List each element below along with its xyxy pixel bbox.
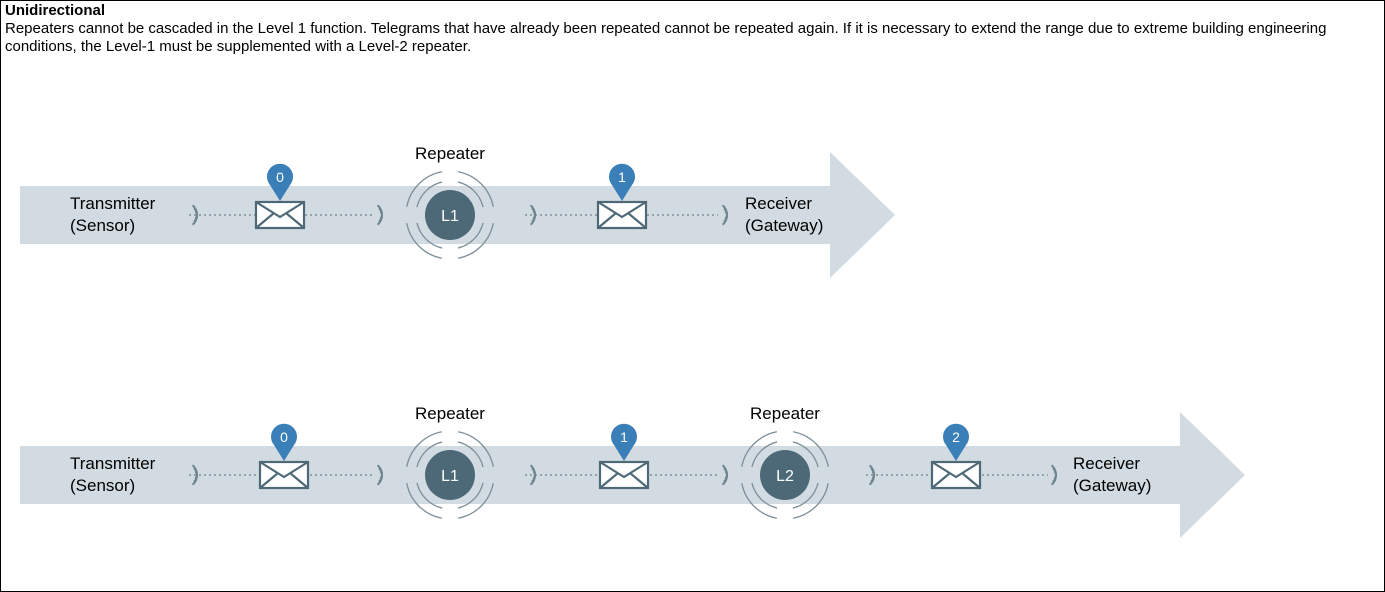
location-pin-icon: 1 <box>609 163 635 201</box>
signal-waves-icon <box>721 204 728 226</box>
repeater-node: L1 Repeater <box>406 144 494 259</box>
radio-ring <box>457 441 484 468</box>
signal-waves-icon <box>868 464 875 486</box>
pin-number: 1 <box>618 169 626 185</box>
radio-ring <box>457 171 494 208</box>
receiver-label: Receiver <box>745 194 812 213</box>
radio-ring <box>406 482 443 519</box>
radio-ring <box>457 222 484 249</box>
radio-ring <box>457 431 494 468</box>
radio-ring <box>416 441 443 468</box>
radio-ring <box>741 431 778 468</box>
signal-waves-icon <box>191 464 198 486</box>
envelope-icon <box>596 200 648 230</box>
radio-ring <box>751 482 778 509</box>
envelope-icon <box>254 200 306 230</box>
signal-waves-icon <box>529 464 536 486</box>
signal-waves-icon <box>721 464 728 486</box>
signal-waves-icon <box>529 204 536 226</box>
radio-ring <box>457 482 494 519</box>
radio-ring <box>457 181 484 208</box>
radio-ring <box>406 222 443 259</box>
repeater-core <box>425 450 475 500</box>
row-level1: Transmitter (Sensor) Receiver (Gateway) L1 Re… <box>20 144 895 278</box>
transmitter-sublabel: (Sensor) <box>70 476 135 495</box>
location-pin-icon: 2 <box>943 423 970 461</box>
repeater-level-label: L2 <box>776 468 794 485</box>
repeater-node: L2 Repeater <box>741 404 829 519</box>
repeater-label: Repeater <box>415 404 485 423</box>
signal-waves-icon <box>376 204 383 226</box>
transmitter-sublabel: (Sensor) <box>70 216 135 235</box>
envelope-icon <box>598 460 650 490</box>
repeater-node: L1 Repeater <box>406 404 494 519</box>
receiver-sublabel: (Gateway) <box>745 216 823 235</box>
section-title: Unidirectional <box>5 2 106 19</box>
row-level2: Transmitter (Sensor) Receiver (Gateway) L1 Re… <box>20 404 1245 538</box>
signal-waves-icon <box>1050 464 1057 486</box>
repeater-label: Repeater <box>415 144 485 163</box>
signal-waves-icon <box>376 464 383 486</box>
location-pin-icon: 1 <box>611 423 637 461</box>
repeater-label: Repeater <box>750 404 820 423</box>
radio-ring <box>457 222 494 259</box>
radio-ring <box>792 482 819 509</box>
radio-ring <box>751 441 778 468</box>
radio-ring <box>406 171 443 208</box>
receiver-sublabel: (Gateway) <box>1073 476 1151 495</box>
radio-ring <box>406 431 443 468</box>
radio-ring <box>416 482 443 509</box>
location-pin-icon: 0 <box>271 423 297 461</box>
transmitter-label: Transmitter <box>70 454 156 473</box>
transmitter-label: Transmitter <box>70 194 156 213</box>
repeater-core <box>760 450 810 500</box>
pin-number: 1 <box>620 429 628 445</box>
repeater-level-label: L1 <box>441 468 459 485</box>
location-pin-icon: 0 <box>267 163 294 201</box>
pin-number: 0 <box>280 429 288 445</box>
radio-ring <box>416 222 443 249</box>
repeater-level-label: L1 <box>441 208 459 225</box>
envelope-icon <box>258 460 310 490</box>
radio-ring <box>792 431 829 468</box>
repeater-core <box>425 190 475 240</box>
radio-ring <box>792 482 829 519</box>
radio-ring <box>416 181 443 208</box>
radio-ring <box>741 482 778 519</box>
radio-ring <box>457 482 484 509</box>
envelope-icon <box>930 460 982 490</box>
section-description: Repeaters cannot be cascaded in the Leve… <box>5 20 1327 55</box>
signal-waves-icon <box>191 204 198 226</box>
radio-ring <box>792 441 819 468</box>
receiver-label: Receiver <box>1073 454 1140 473</box>
pin-number: 0 <box>276 169 284 185</box>
pin-number: 2 <box>952 429 960 445</box>
